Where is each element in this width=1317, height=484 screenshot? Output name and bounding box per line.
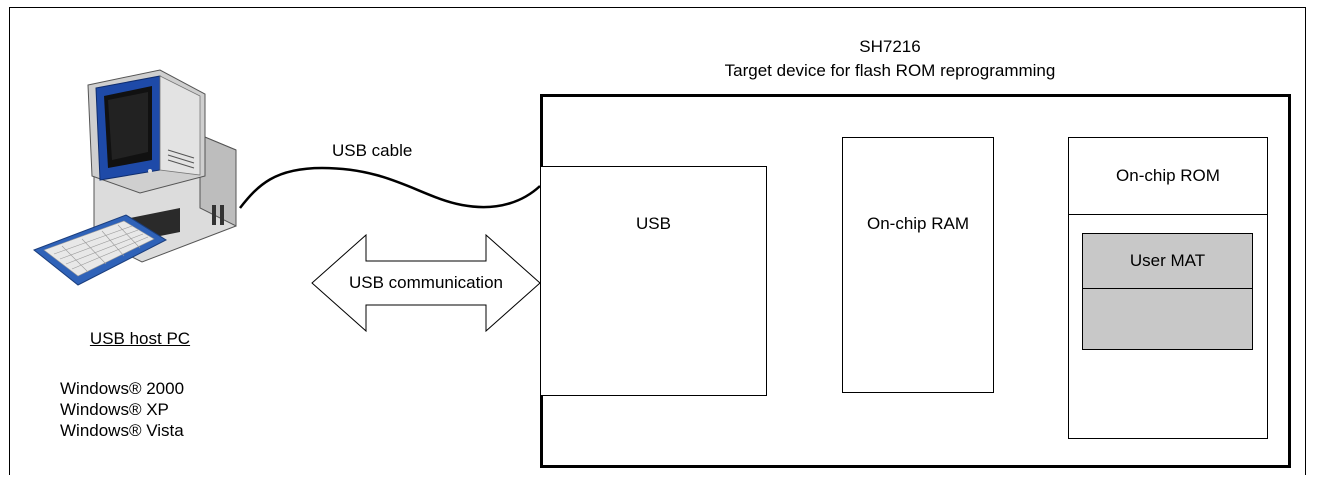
device-name: SH7216	[859, 37, 921, 56]
pc-icon	[33, 69, 237, 286]
usb-cable-line	[239, 166, 541, 209]
ram-block-label: On-chip RAM	[866, 214, 970, 233]
ram-block: On-chip RAM	[842, 137, 994, 393]
rom-block: On-chip ROM User MAT	[1068, 137, 1268, 439]
usb-block: USB	[540, 166, 767, 396]
rom-block-label: On-chip ROM	[1116, 166, 1220, 185]
os-item-xp: Windows® XP	[60, 400, 169, 419]
rom-divider	[1069, 214, 1267, 215]
device-description: Target device for flash ROM reprogrammin…	[724, 61, 1056, 80]
os-item-2000: Windows® 2000	[60, 379, 185, 398]
usb-communication-label: USB communication	[348, 273, 503, 292]
host-pc-label: USB host PC	[89, 329, 191, 348]
user-mat-label: User MAT	[1129, 251, 1206, 270]
user-mat-block: User MAT	[1082, 233, 1253, 350]
os-item-vista: Windows® Vista	[60, 421, 184, 440]
usb-cable-label: USB cable	[332, 141, 413, 160]
usb-communication-arrow	[311, 233, 541, 333]
user-mat-divider	[1083, 288, 1252, 289]
usb-block-label: USB	[636, 214, 671, 233]
diagram-frame	[9, 7, 1306, 475]
